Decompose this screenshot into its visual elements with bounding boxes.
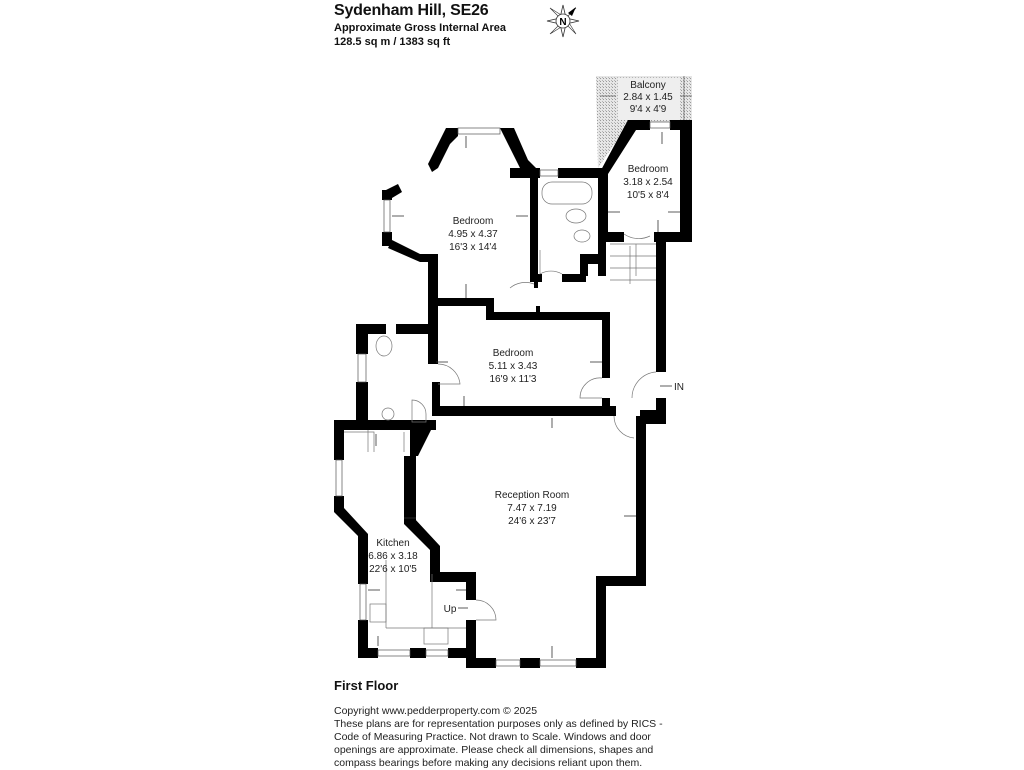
room-label-kitchen: Kitchen 6.86 x 3.18 22'6 x 10'5 xyxy=(368,538,418,575)
svg-text:16'3 x 14'4: 16'3 x 14'4 xyxy=(449,242,497,253)
svg-text:Reception Room: Reception Room xyxy=(495,490,569,501)
svg-text:6.86 x 3.18: 6.86 x 3.18 xyxy=(368,551,418,562)
footer: Copyright www.pedderproperty.com © 2025 … xyxy=(334,705,674,770)
disclaimer-text: These plans are for representation purpo… xyxy=(334,718,663,769)
north-compass-icon: N xyxy=(546,4,580,38)
svg-text:5.11 x 3.43: 5.11 x 3.43 xyxy=(489,361,538,372)
windows xyxy=(335,121,671,667)
fixtures xyxy=(344,181,657,645)
svg-text:10'5 x 8'4: 10'5 x 8'4 xyxy=(627,190,670,201)
area-value: 128.5 sq m / 1383 sq ft xyxy=(334,36,451,48)
svg-text:Up: Up xyxy=(444,604,457,615)
room-label-bedroom-ne: Bedroom 3.18 x 2.54 10'5 x 8'4 xyxy=(623,164,673,201)
room-label-bedroom-bay: Bedroom 4.95 x 4.37 16'3 x 14'4 xyxy=(448,216,498,253)
floor-label: First Floor xyxy=(334,678,399,693)
room-label-bedroom-mid: Bedroom 5.11 x 3.43 16'9 x 11'3 xyxy=(489,348,538,385)
room-label-balcony: Balcony 2.84 x 1.45 9'4 x 4'9 xyxy=(623,80,673,115)
svg-text:2.84 x 1.45: 2.84 x 1.45 xyxy=(623,92,673,103)
walls xyxy=(334,120,692,668)
svg-text:Bedroom: Bedroom xyxy=(453,216,494,227)
dimension-markers xyxy=(368,132,680,658)
svg-text:3.18 x 2.54: 3.18 x 2.54 xyxy=(623,177,673,188)
svg-text:4.95 x 4.37: 4.95 x 4.37 xyxy=(448,229,498,240)
svg-text:22'6 x 10'5: 22'6 x 10'5 xyxy=(369,564,417,575)
stairs-up-marker: Up xyxy=(444,604,468,615)
svg-text:16'9 x 11'3: 16'9 x 11'3 xyxy=(489,374,536,385)
svg-text:IN: IN xyxy=(674,382,684,393)
svg-text:Kitchen: Kitchen xyxy=(376,538,409,549)
svg-text:24'6 x 23'7: 24'6 x 23'7 xyxy=(508,516,556,527)
entrance-marker: IN xyxy=(660,382,684,393)
svg-text:Bedroom: Bedroom xyxy=(493,348,534,359)
copyright-text: Copyright www.pedderproperty.com © 2025 xyxy=(334,705,538,717)
area-label: Approximate Gross Internal Area xyxy=(334,22,506,34)
compass-letter: N xyxy=(559,17,566,28)
property-title: Sydenham Hill, SE26 xyxy=(334,2,489,19)
svg-text:Balcony: Balcony xyxy=(630,80,666,91)
svg-text:Bedroom: Bedroom xyxy=(628,164,669,175)
svg-text:9'4 x 4'9: 9'4 x 4'9 xyxy=(630,104,667,115)
plan-header: Sydenham Hill, SE26 Approximate Gross In… xyxy=(334,1,506,49)
svg-text:7.47 x 7.19: 7.47 x 7.19 xyxy=(507,503,557,514)
room-label-reception: Reception Room 7.47 x 7.19 24'6 x 23'7 xyxy=(495,490,569,527)
